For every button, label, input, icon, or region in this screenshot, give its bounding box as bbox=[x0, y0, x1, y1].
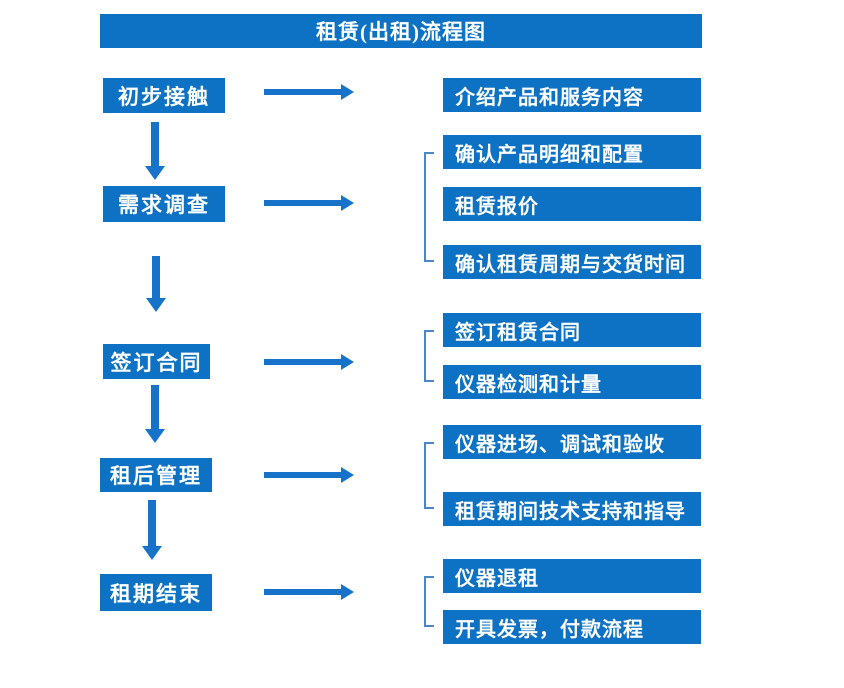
step-box-1: 初步接触 bbox=[103, 78, 225, 113]
right-arrow-head bbox=[341, 84, 354, 100]
right-arrow-head bbox=[341, 467, 354, 483]
detail-group-bracket bbox=[424, 576, 434, 627]
down-arrow-head bbox=[145, 429, 165, 443]
right-arrow-shaft bbox=[264, 472, 341, 478]
detail-group-bracket bbox=[424, 152, 434, 262]
right-arrow-head bbox=[341, 584, 354, 600]
right-arrow-shaft bbox=[264, 200, 341, 206]
right-arrow-shaft bbox=[264, 89, 341, 95]
down-arrow-head bbox=[146, 298, 166, 312]
detail-box-2-1: 确认产品明细和配置 bbox=[443, 135, 701, 169]
down-arrow-head bbox=[142, 546, 162, 560]
right-arrow-shaft bbox=[264, 359, 341, 365]
right-arrow-head bbox=[341, 354, 354, 370]
right-arrow-shaft bbox=[264, 589, 341, 595]
detail-box-3-1: 签订租赁合同 bbox=[443, 313, 701, 347]
down-arrow-shaft bbox=[151, 122, 159, 166]
title-bar: 租赁(出租)流程图 bbox=[100, 14, 702, 48]
detail-box-4-2: 租赁期间技术支持和指导 bbox=[443, 492, 701, 526]
step-box-5: 租期结束 bbox=[100, 574, 212, 611]
detail-box-3-2: 仪器检测和计量 bbox=[443, 365, 701, 399]
detail-box-4-1: 仪器进场、调试和验收 bbox=[443, 425, 701, 459]
detail-box-5-2: 开具发票，付款流程 bbox=[443, 610, 701, 644]
down-arrow-head bbox=[145, 166, 165, 180]
step-box-4: 租后管理 bbox=[100, 458, 212, 492]
right-arrow-head bbox=[341, 195, 354, 211]
step-box-2: 需求调查 bbox=[103, 186, 225, 222]
detail-box-2-3: 确认租赁周期与交货时间 bbox=[443, 245, 701, 279]
step-box-3: 签订合同 bbox=[103, 344, 210, 379]
detail-box-5-1: 仪器退租 bbox=[443, 559, 701, 593]
detail-group-bracket bbox=[424, 330, 434, 382]
down-arrow-shaft bbox=[152, 256, 160, 298]
page-title: 租赁(出租)流程图 bbox=[316, 20, 486, 44]
detail-box-2-2: 租赁报价 bbox=[443, 187, 701, 221]
detail-group-bracket bbox=[424, 442, 434, 509]
down-arrow-shaft bbox=[151, 385, 159, 429]
detail-box-1-1: 介绍产品和服务内容 bbox=[443, 78, 701, 112]
down-arrow-shaft bbox=[148, 500, 156, 546]
